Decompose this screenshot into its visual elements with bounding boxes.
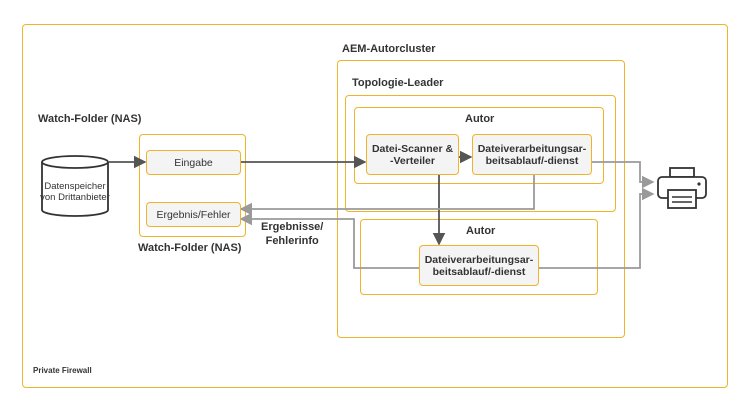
arrow-processing-to-result xyxy=(239,175,535,216)
input-label: Eingabe xyxy=(174,156,213,169)
processing-top-line2: beitsablauf/-dienst xyxy=(485,154,579,167)
author-top-label: Autor xyxy=(465,113,495,125)
processing-bottom-line1: Dateiverarbeitungsar- xyxy=(424,253,534,266)
datastore-label: Datenspeicher von Drittanbieter xyxy=(38,178,112,206)
arrow-processing-bottom-to-printer xyxy=(539,187,655,269)
topology-leader-label: Topologie-Leader xyxy=(352,77,444,89)
processing-top-line1: Dateiverarbeitungsar- xyxy=(477,142,587,155)
results-label-line2: Fehlerinfo xyxy=(265,235,319,247)
arrow-processing-bottom-to-result xyxy=(239,212,419,269)
scanner-line2: -Verteiler xyxy=(390,154,435,167)
topology-leader xyxy=(345,95,616,212)
results-label: Ergebnisse/ Fehlerinfo xyxy=(261,220,323,248)
watch-folder-bottom-label: Watch-Folder (NAS) xyxy=(138,242,242,254)
result-error-label: Ergebnis/Fehler xyxy=(156,208,231,221)
scanner-line1: Datei-Scanner & xyxy=(371,142,454,155)
author-box-top xyxy=(354,107,604,184)
datastore-line2: von Drittanbieter xyxy=(40,192,110,203)
private-firewall-frame xyxy=(22,24,728,388)
processing-node-top: Dateiverarbeitungsar- beitsablauf/-diens… xyxy=(472,134,592,175)
database-cylinder-icon xyxy=(41,155,109,217)
private-firewall-label: Private Firewall xyxy=(33,366,92,375)
processing-bottom-line2: beitsablauf/-dienst xyxy=(432,265,526,278)
datastore-line1: Datenspeicher xyxy=(44,181,106,192)
input-node: Eingabe xyxy=(146,150,241,175)
result-error-node: Ergebnis/Fehler xyxy=(146,202,241,227)
aem-author-cluster xyxy=(337,60,625,338)
processing-node-bottom: Dateiverarbeitungsar- beitsablauf/-diens… xyxy=(419,245,539,286)
watch-folder-box xyxy=(139,134,246,237)
watch-folder-top-label: Watch-Folder (NAS) xyxy=(38,113,142,125)
author-box-bottom xyxy=(360,219,598,295)
results-label-line1: Ergebnisse/ xyxy=(261,221,324,233)
author-bottom-label: Autor xyxy=(466,225,496,237)
printer-icon xyxy=(657,167,707,209)
scanner-node: Datei-Scanner & -Verteiler xyxy=(366,134,459,175)
arrow-processing-to-printer xyxy=(592,161,655,189)
aem-cluster-label: AEM-Autorcluster xyxy=(342,43,436,55)
